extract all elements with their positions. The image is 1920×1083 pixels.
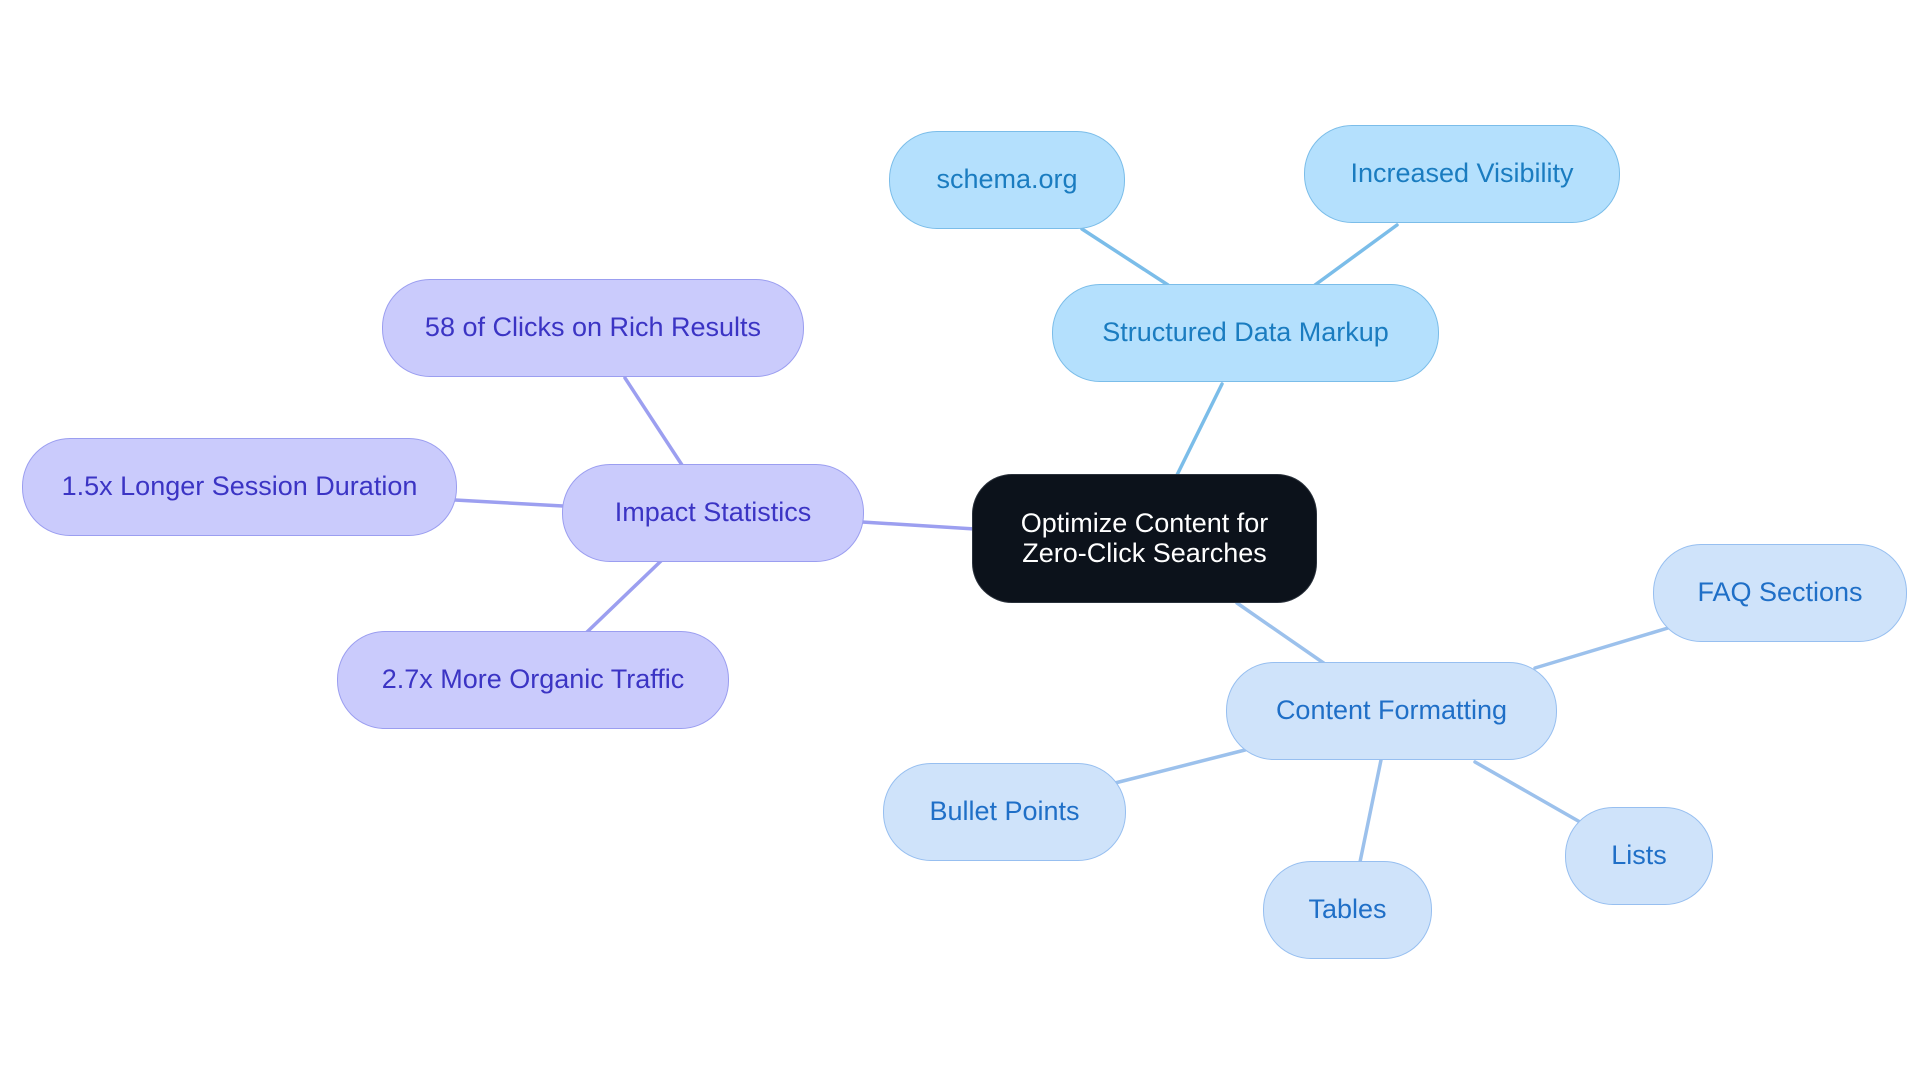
edge-impact-58-clicks: [623, 376, 684, 467]
edge-formatting-faq: [1533, 626, 1670, 670]
edge-formatting-tables: [1358, 758, 1383, 864]
edge-formatting-bullets: [1113, 748, 1247, 785]
root-title-line1: Optimize Content for: [1020, 508, 1269, 539]
edge-root-structured: [1175, 382, 1224, 477]
bullet-points-node[interactable]: Bullet Points: [883, 763, 1126, 861]
organic-traffic-node[interactable]: 2.7x More Organic Traffic: [337, 631, 729, 729]
edge-structured-visibility: [1313, 223, 1399, 287]
node-label: Structured Data Markup: [1102, 317, 1389, 348]
impact-statistics-node[interactable]: Impact Statistics: [562, 464, 864, 562]
structured-data-markup-node[interactable]: Structured Data Markup: [1052, 284, 1439, 382]
faq-sections-node[interactable]: FAQ Sections: [1653, 544, 1907, 642]
node-label: Tables: [1308, 894, 1387, 925]
edge-impact-session: [453, 498, 565, 508]
node-label: 2.7x More Organic Traffic: [381, 664, 685, 695]
increased-visibility-node[interactable]: Increased Visibility: [1304, 125, 1620, 223]
lists-node[interactable]: Lists: [1565, 807, 1713, 905]
session-duration-node[interactable]: 1.5x Longer Session Duration: [22, 438, 457, 536]
node-label: Increased Visibility: [1350, 158, 1574, 189]
content-formatting-node[interactable]: Content Formatting: [1226, 662, 1557, 760]
node-label: Lists: [1611, 840, 1667, 871]
node-label: 58 of Clicks on Rich Results: [424, 312, 762, 343]
edge-formatting-lists: [1473, 760, 1582, 824]
clicks-rich-results-node[interactable]: 58 of Clicks on Rich Results: [382, 279, 804, 377]
schema-org-node[interactable]: schema.org: [889, 131, 1125, 229]
node-label: 1.5x Longer Session Duration: [61, 471, 418, 502]
node-label: Bullet Points: [929, 796, 1080, 827]
edge-root-impact: [860, 520, 977, 531]
root-title-line2: Zero-Click Searches: [1022, 537, 1267, 568]
node-label: FAQ Sections: [1697, 577, 1863, 608]
node-label: Content Formatting: [1275, 695, 1508, 726]
edge-root-formatting: [1235, 601, 1327, 666]
edge-structured-schema: [1080, 227, 1170, 287]
root-node[interactable]: Optimize Content for Zero-Click Searches: [972, 474, 1317, 603]
node-label: Impact Statistics: [614, 497, 812, 528]
node-label: schema.org: [936, 164, 1078, 195]
edge-impact-organic: [584, 558, 664, 635]
tables-node[interactable]: Tables: [1263, 861, 1432, 959]
